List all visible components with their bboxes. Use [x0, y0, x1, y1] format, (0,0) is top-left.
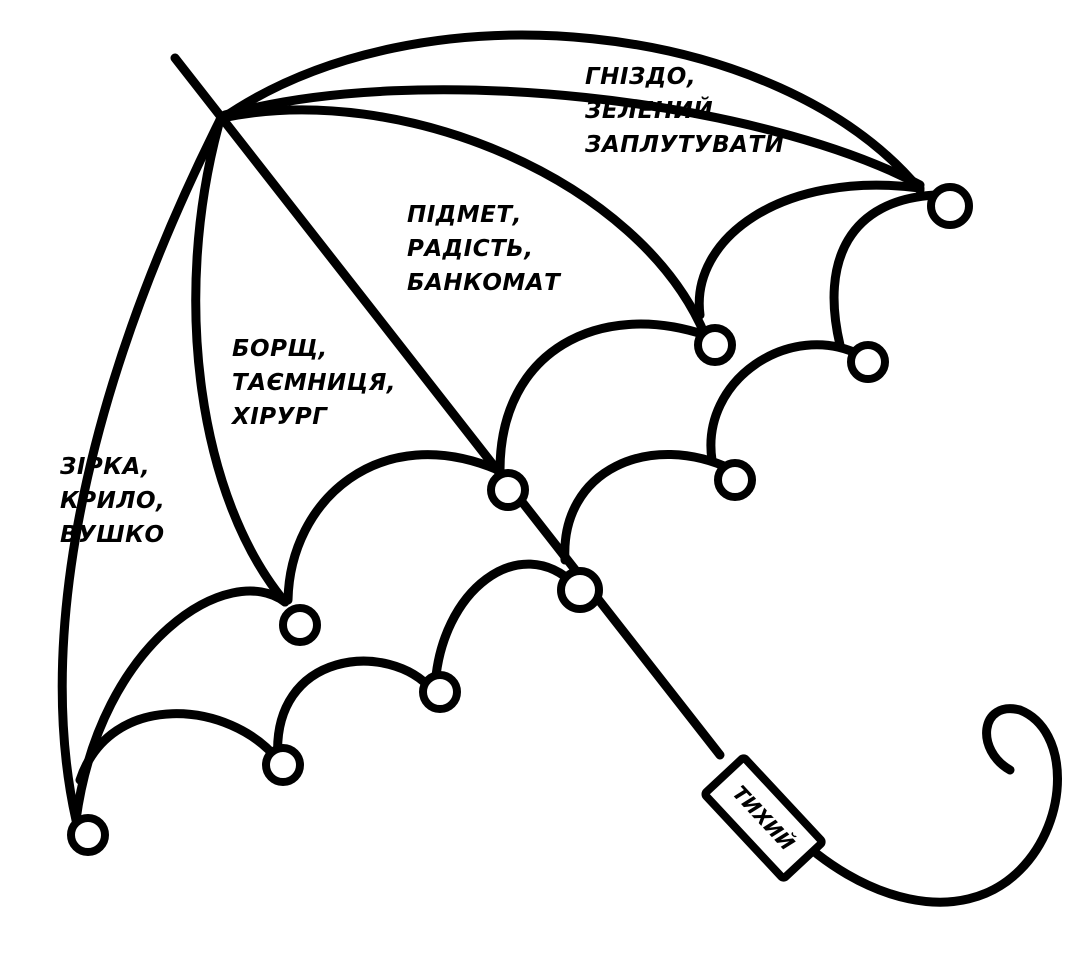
scallop-7: [565, 454, 733, 560]
panel-word: БОРЩ,: [232, 332, 396, 366]
rib-tip-ring: [718, 463, 752, 497]
rib-tip-ring: [931, 187, 969, 225]
rib-tip-ring: [698, 328, 732, 362]
panel-word: БАНКОМАТ: [407, 266, 560, 300]
rib-tip-ring: [491, 473, 525, 507]
panel-word: ПІДМЕТ,: [407, 198, 560, 232]
handle-grip: ТИХИЙ: [704, 757, 823, 879]
scallop-6: [500, 324, 705, 470]
rib-tip-ring: [423, 675, 457, 709]
panel-words-2: БОРЩ, ТАЄМНИЦЯ, ХІРУРГ: [232, 332, 396, 434]
scallop-1: [76, 591, 285, 820]
rib-tip-ring: [561, 571, 599, 609]
panel-words-3: ПІДМЕТ, РАДІСТЬ, БАНКОМАТ: [407, 198, 560, 300]
panel-word: ВУШКО: [60, 518, 165, 552]
scallop-5: [435, 564, 575, 688]
panel-word: ЗЕЛЕНИЙ,: [585, 94, 784, 128]
scallop-10: [834, 195, 935, 345]
panel-words-4: ГНІЗДО, ЗЕЛЕНИЙ, ЗАПЛУТУВАТИ: [585, 60, 784, 162]
rib-tip-ring: [266, 748, 300, 782]
rib-tip-ring: [71, 818, 105, 852]
panel-word: ГНІЗДО,: [585, 60, 784, 94]
panel-words-1: ЗІРКА, КРИЛО, ВУШКО: [60, 450, 165, 552]
handle-hook: [790, 709, 1058, 902]
scallop-9: [711, 345, 860, 460]
panel-word: ТАЄМНИЦЯ,: [232, 366, 396, 400]
canopy-outline: [62, 35, 920, 820]
panel-word: ХІРУРГ: [232, 400, 396, 434]
panel-word: РАДІСТЬ,: [407, 232, 560, 266]
rib-tip-ring: [283, 608, 317, 642]
scallop-3: [278, 661, 432, 760]
scallop-4: [288, 455, 498, 600]
panel-word: КРИЛО,: [60, 484, 165, 518]
panel-word: ЗІРКА,: [60, 450, 165, 484]
rib-tip-ring: [851, 345, 885, 379]
scallop-2: [80, 714, 278, 780]
panel-word: ЗАПЛУТУВАТИ: [585, 128, 784, 162]
